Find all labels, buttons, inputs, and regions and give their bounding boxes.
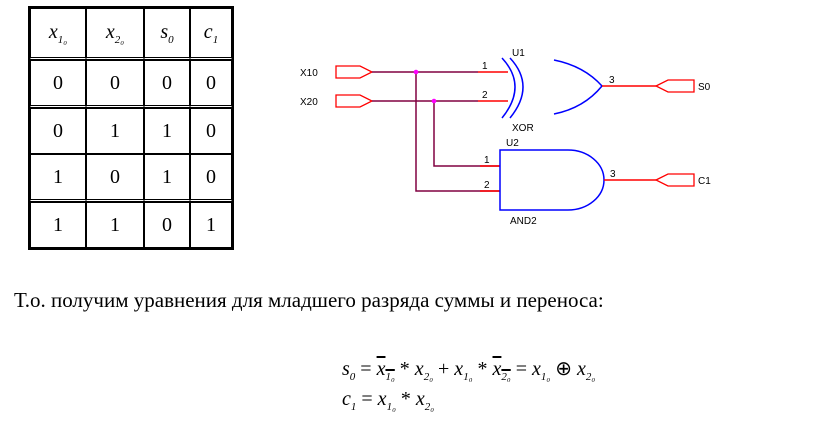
and-gate xyxy=(499,149,605,211)
and-ref: U2 xyxy=(506,138,519,149)
table-cell: 0 xyxy=(144,202,190,248)
input-label-x10: X10 xyxy=(300,68,318,79)
table-cell: 0 xyxy=(86,60,144,108)
input-port-x20 xyxy=(335,94,374,108)
output-port-c1 xyxy=(654,173,695,187)
xor-pin-1: 1 xyxy=(482,61,488,72)
table-cell: 1 xyxy=(190,202,232,248)
table-cell: 0 xyxy=(30,108,86,154)
table-cell: 0 xyxy=(86,154,144,202)
junction-dots xyxy=(413,69,437,104)
caption-text: Т.о. получим уравнения для младшего разр… xyxy=(14,288,604,312)
truth-table: x1₀ x2₀ s0 c1 0 0 0 0 0 1 1 0 1 0 1 0 1 … xyxy=(28,6,234,250)
table-row: 1 1 0 1 xyxy=(30,202,232,248)
xor-pin-2: 2 xyxy=(482,90,488,101)
table-cell: 1 xyxy=(86,202,144,248)
table-row: 0 0 0 0 xyxy=(30,60,232,108)
equation-c1: c1=x1₀*x2₀ xyxy=(342,388,435,413)
xor-ref: U1 xyxy=(512,48,525,59)
output-label-s0: S0 xyxy=(698,82,711,93)
output-label-c1: C1 xyxy=(698,176,711,187)
table-cell: 1 xyxy=(86,108,144,154)
input-label-x20: X20 xyxy=(300,97,318,108)
xor-pin-3: 3 xyxy=(609,75,615,86)
table-cell: 1 xyxy=(30,154,86,202)
and-pin-2: 2 xyxy=(484,180,490,191)
xor-input-stubs xyxy=(478,71,508,102)
table-cell: 0 xyxy=(190,108,232,154)
table-cell: 1 xyxy=(30,202,86,248)
table-row: 1 0 1 0 xyxy=(30,154,232,202)
header-x2: x2₀ xyxy=(86,8,144,60)
negated-x1: x1₀ xyxy=(376,358,395,383)
xor-type: XOR xyxy=(512,123,534,134)
header-x1: x1₀ xyxy=(30,8,86,60)
table-cell: 1 xyxy=(144,154,190,202)
table-cell: 0 xyxy=(30,60,86,108)
and-pin-1: 1 xyxy=(484,155,490,166)
equation-s0: s0=x1₀*x2₀+x1₀*x2₀=x1₀⊕x2₀ xyxy=(342,358,596,383)
input-wires xyxy=(372,71,500,192)
and-type: AND2 xyxy=(510,216,537,227)
header-s0: s0 xyxy=(144,8,190,60)
input-port-x10 xyxy=(335,65,374,79)
output-port-s0 xyxy=(654,79,695,93)
and-pin-3: 3 xyxy=(610,169,616,180)
negated-x2: x2₀ xyxy=(492,358,511,383)
table-cell: 0 xyxy=(190,60,232,108)
half-adder-schematic: X10 X20 1 2 U1 XOR 3 S0 1 2 U2 AND2 3 C1 xyxy=(300,48,711,227)
table-cell: 1 xyxy=(144,108,190,154)
header-c1: c1 xyxy=(190,8,232,60)
table-cell: 0 xyxy=(144,60,190,108)
table-cell: 0 xyxy=(190,154,232,202)
table-row: 0 1 1 0 xyxy=(30,108,232,154)
truth-table-header: x1₀ x2₀ s0 c1 xyxy=(30,8,232,60)
xor-gate xyxy=(501,57,603,119)
